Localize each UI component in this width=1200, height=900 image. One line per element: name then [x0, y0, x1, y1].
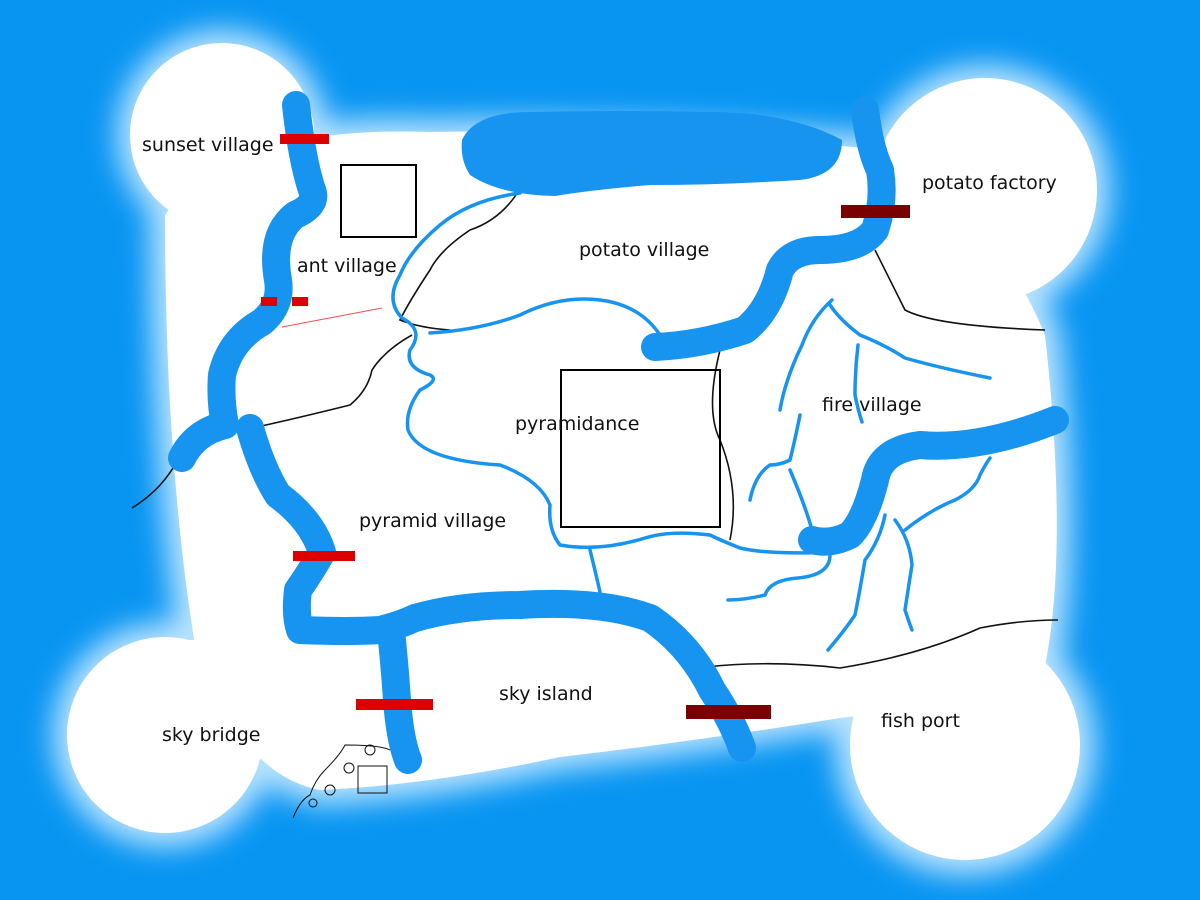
bridge-sky — [356, 699, 433, 710]
label-ant-village: ant village — [297, 255, 397, 277]
ant-village-building — [340, 164, 417, 238]
thin-rivers — [391, 191, 992, 652]
label-sky-island: sky island — [499, 683, 593, 705]
buildings — [340, 164, 721, 528]
label-fish-port: fish port — [881, 710, 960, 732]
label-pyramidance: pyramidance — [515, 413, 640, 435]
bridge-fish-port — [686, 705, 771, 719]
label-pyramid-village: pyramid village — [359, 510, 507, 532]
label-fire-village: fire village — [822, 394, 922, 416]
label-potato-factory: potato factory — [922, 172, 1057, 194]
bridge-ant-2 — [292, 297, 308, 306]
land — [67, 43, 1097, 860]
bridges — [261, 134, 910, 719]
bridge-ant-1 — [261, 297, 277, 306]
pyramidance-building — [560, 369, 721, 528]
label-sunset-village: sunset village — [142, 134, 274, 156]
bridge-pyramid — [293, 551, 355, 561]
red-path — [281, 307, 383, 328]
lake — [461, 111, 842, 196]
label-sky-bridge: sky bridge — [162, 724, 261, 746]
label-potato-village: potato village — [579, 239, 710, 261]
bridge-sunset — [280, 134, 329, 144]
bridge-potato-factory — [841, 205, 910, 218]
thick-rivers — [168, 91, 1069, 774]
sky-bridge-sketch — [292, 744, 391, 819]
